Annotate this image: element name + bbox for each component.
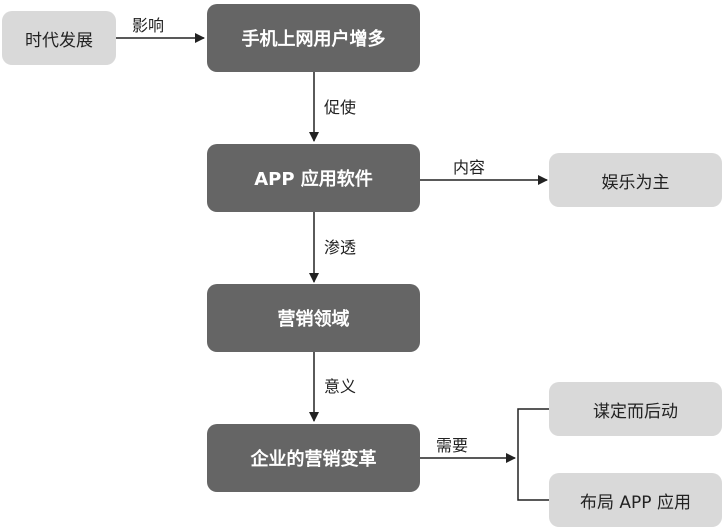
node-entertainment: 娱乐为主 xyxy=(549,153,722,207)
edge-label-influence: 影响 xyxy=(132,16,165,35)
node-marketing-change-label: 企业的营销变革 xyxy=(250,449,377,470)
edge-label-content: 内容 xyxy=(453,158,486,177)
node-plan-first: 谋定而后动 xyxy=(549,382,722,436)
node-mobile-users: 手机上网用户增多 xyxy=(207,4,420,72)
node-era-development: 时代发展 xyxy=(2,11,116,65)
edge-label-need: 需要 xyxy=(436,436,469,455)
bracket-connector xyxy=(517,408,549,501)
edge-label-promote: 促使 xyxy=(324,98,357,117)
node-app-software: APP 应用软件 xyxy=(207,144,420,212)
node-marketing-change: 企业的营销变革 xyxy=(207,424,420,492)
node-layout-app: 布局 APP 应用 xyxy=(549,473,722,527)
node-marketing-field: 营销领域 xyxy=(207,284,420,352)
node-mobile-users-label: 手机上网用户增多 xyxy=(241,29,386,50)
node-layout-app-label: 布局 APP 应用 xyxy=(580,492,691,513)
node-entertainment-label: 娱乐为主 xyxy=(601,172,670,193)
edge-label-meaning: 意义 xyxy=(324,377,357,396)
node-marketing-field-label: 营销领域 xyxy=(277,309,350,330)
node-app-software-label: APP 应用软件 xyxy=(254,169,373,190)
node-era-development-label: 时代发展 xyxy=(25,30,93,51)
edge-label-penetrate: 渗透 xyxy=(324,238,357,257)
node-plan-first-label: 谋定而后动 xyxy=(593,401,678,422)
